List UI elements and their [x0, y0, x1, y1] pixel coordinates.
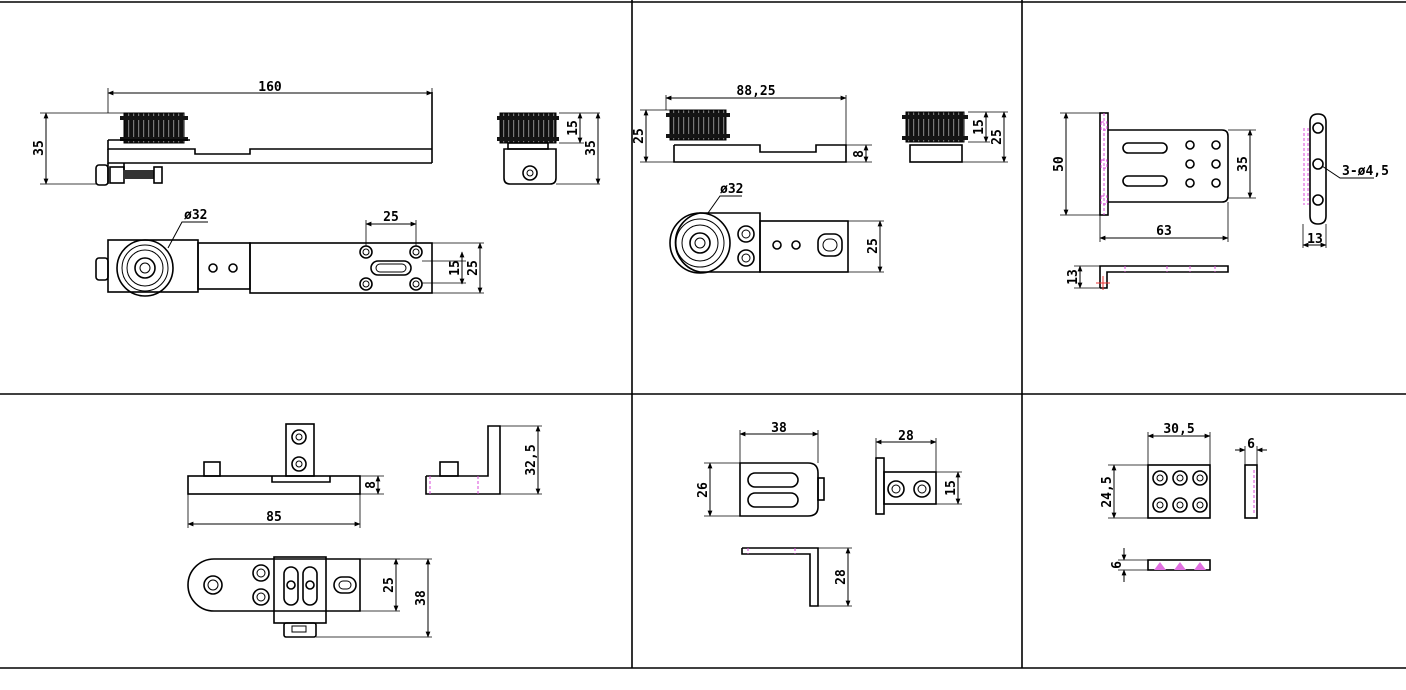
dim-guide-width: 38	[771, 421, 787, 436]
dim-top-length: 160	[258, 80, 282, 95]
dim-plate-length: 85	[266, 510, 282, 525]
guide-bottom-view: 28	[741, 547, 852, 607]
bracket-bottom-view: 13	[1066, 265, 1229, 290]
dim-slot-height: 15	[448, 260, 463, 276]
dim-strip-width: 13	[1307, 232, 1323, 247]
panel-5-guide-bracket: 38 26 28 15	[696, 421, 962, 607]
plate-l-bracket-view: 32,5	[425, 425, 542, 495]
dim-plate-thickness-4: 8	[364, 481, 379, 489]
dim-pulley-height-2: 15	[972, 119, 987, 135]
sheet-grid	[0, 0, 1406, 669]
dim-guide-side-height: 15	[944, 480, 959, 496]
dim-plate-height: 25	[466, 260, 481, 276]
guide-front-view: 38 26	[696, 421, 825, 517]
block-bottom-view: 6	[1110, 548, 1211, 582]
panel-4-plate-bracket: 8 85 32,5	[187, 423, 542, 638]
dim-pulley-height: 15	[566, 120, 581, 136]
dim-bracket-height-4: 32,5	[524, 444, 539, 475]
panel-3-mounting-bracket: 50 35 63 3-ø4,5 13	[1052, 112, 1389, 290]
block-side-view: 6	[1235, 437, 1267, 519]
dim-bracket-length: 63	[1156, 224, 1172, 239]
dim-hole-spacing: 25	[383, 210, 399, 225]
short-carrier-end-view: 15 25	[902, 111, 1008, 163]
carrier-side-view: 160 35	[32, 80, 433, 186]
dim-side-height: 35	[584, 140, 599, 156]
dim-diameter: ø32	[184, 208, 207, 223]
block-front-view: 30,5 24,5	[1100, 422, 1211, 519]
dim-plate-thickness: 8	[852, 150, 867, 158]
dim-guide-side-width: 28	[898, 429, 914, 444]
dim-guide-bracket-height: 28	[834, 569, 849, 585]
panel-1-long-carrier: 160 35 15 35	[32, 80, 601, 297]
dim-left-height-2: 25	[632, 128, 647, 144]
carrier-end-view: 15 35	[497, 112, 601, 185]
dim-bracket-height: 50	[1052, 156, 1067, 172]
dim-left-height: 35	[32, 140, 47, 156]
guide-side-view: 28 15	[875, 429, 962, 515]
dim-block-bottom-thickness: 6	[1110, 561, 1125, 569]
dim-bracket-hole-spacing: 35	[1236, 156, 1251, 172]
dim-holes-callout: 3-ø4,5	[1342, 164, 1389, 179]
carrier-plan-view: ø32 25 15 25	[95, 208, 484, 297]
dim-block-width: 30,5	[1163, 422, 1194, 437]
dim-top-length-2: 88,25	[736, 84, 775, 99]
dim-flange-height: 13	[1066, 269, 1081, 285]
dim-plate-height-2: 25	[866, 238, 881, 254]
dim-total-height: 38	[414, 590, 429, 606]
plate-side-view: 8 85	[187, 423, 384, 528]
dim-diameter-2: ø32	[720, 182, 743, 197]
bracket-side-strip: 3-ø4,5 13	[1302, 113, 1389, 248]
panel-2-short-carrier: 88,25 25 8 15 25	[632, 84, 1008, 274]
dim-block-height: 24,5	[1100, 476, 1115, 507]
dim-block-side-thickness: 6	[1247, 437, 1255, 452]
panel-6-block: 30,5 24,5 6 6	[1100, 422, 1267, 582]
plate-top-view: 25 38	[187, 556, 432, 638]
short-carrier-plan-view: ø32 25	[669, 182, 884, 274]
dim-top-plate-height: 25	[382, 577, 397, 593]
bracket-front-view: 50 35 63	[1052, 112, 1256, 242]
dim-side-height-2: 25	[990, 129, 1005, 145]
short-carrier-side-view: 88,25 25 8	[632, 84, 872, 163]
dim-guide-height: 26	[696, 482, 711, 498]
